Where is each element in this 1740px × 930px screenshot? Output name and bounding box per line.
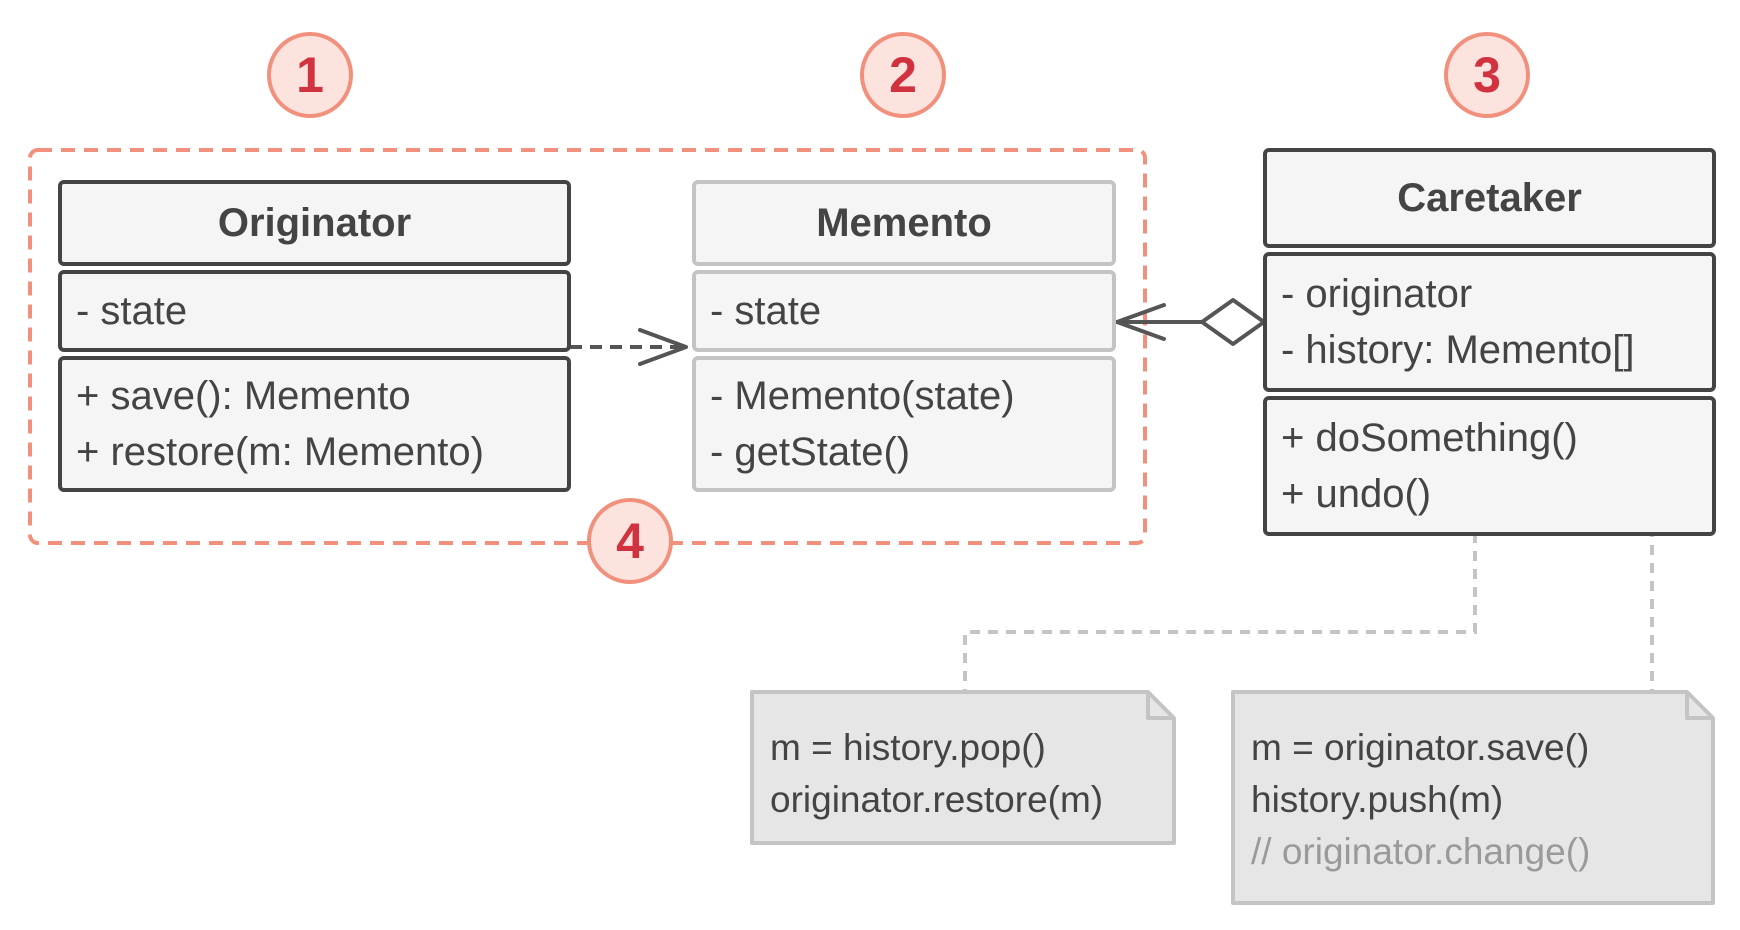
undo-note-shape — [750, 690, 1176, 845]
note-line: history.push(m) — [1251, 779, 1504, 820]
aggregation-arrow — [1115, 298, 1266, 346]
note-line: m = history.pop() — [770, 727, 1046, 768]
caretaker-field: - history: Memento[] — [1281, 328, 1635, 372]
note-line: originator.restore(m) — [770, 779, 1104, 820]
memento-field: - state — [710, 289, 822, 333]
originator-method: + restore(m: Memento) — [76, 430, 484, 474]
badge-3: 3 — [1444, 32, 1530, 118]
caretaker-methods: + doSomething() + undo() — [1263, 396, 1716, 536]
do-something-note: m = originator.save() history.push(m) //… — [1235, 702, 1705, 898]
caretaker-fields: - originator - history: Memento[] — [1263, 252, 1716, 392]
memento-fields: - state — [692, 270, 1116, 352]
memento-method: - getState() — [710, 430, 911, 474]
badge-1: 1 — [267, 32, 353, 118]
caretaker-method: + undo() — [1281, 472, 1432, 516]
do-something-note-shape — [1231, 690, 1715, 905]
originator-name: Originator — [58, 180, 571, 266]
caretaker-class: Caretaker - originator - history: Mement… — [1263, 148, 1716, 536]
memento-method: - Memento(state) — [710, 374, 1015, 418]
dependency-arrow — [570, 328, 688, 366]
caretaker-field: - originator — [1281, 272, 1473, 316]
undo-note: m = history.pop() originator.restore(m) — [754, 702, 1164, 846]
note-comment: // originator.change() — [1251, 831, 1591, 872]
originator-field: - state — [76, 289, 188, 333]
badge-4: 4 — [587, 498, 673, 584]
note-line: m = originator.save() — [1251, 727, 1590, 768]
memento-name: Memento — [692, 180, 1116, 266]
memento-class: Memento - state - Memento(state) - getSt… — [692, 180, 1116, 492]
originator-class: Originator - state + save(): Memento + r… — [58, 180, 571, 492]
caretaker-name: Caretaker — [1263, 148, 1716, 248]
originator-methods: + save(): Memento + restore(m: Memento) — [58, 356, 571, 492]
caretaker-method: + doSomething() — [1281, 416, 1578, 460]
originator-method: + save(): Memento — [76, 374, 411, 418]
badge-2: 2 — [860, 32, 946, 118]
memento-methods: - Memento(state) - getState() — [692, 356, 1116, 492]
originator-fields: - state — [58, 270, 571, 352]
